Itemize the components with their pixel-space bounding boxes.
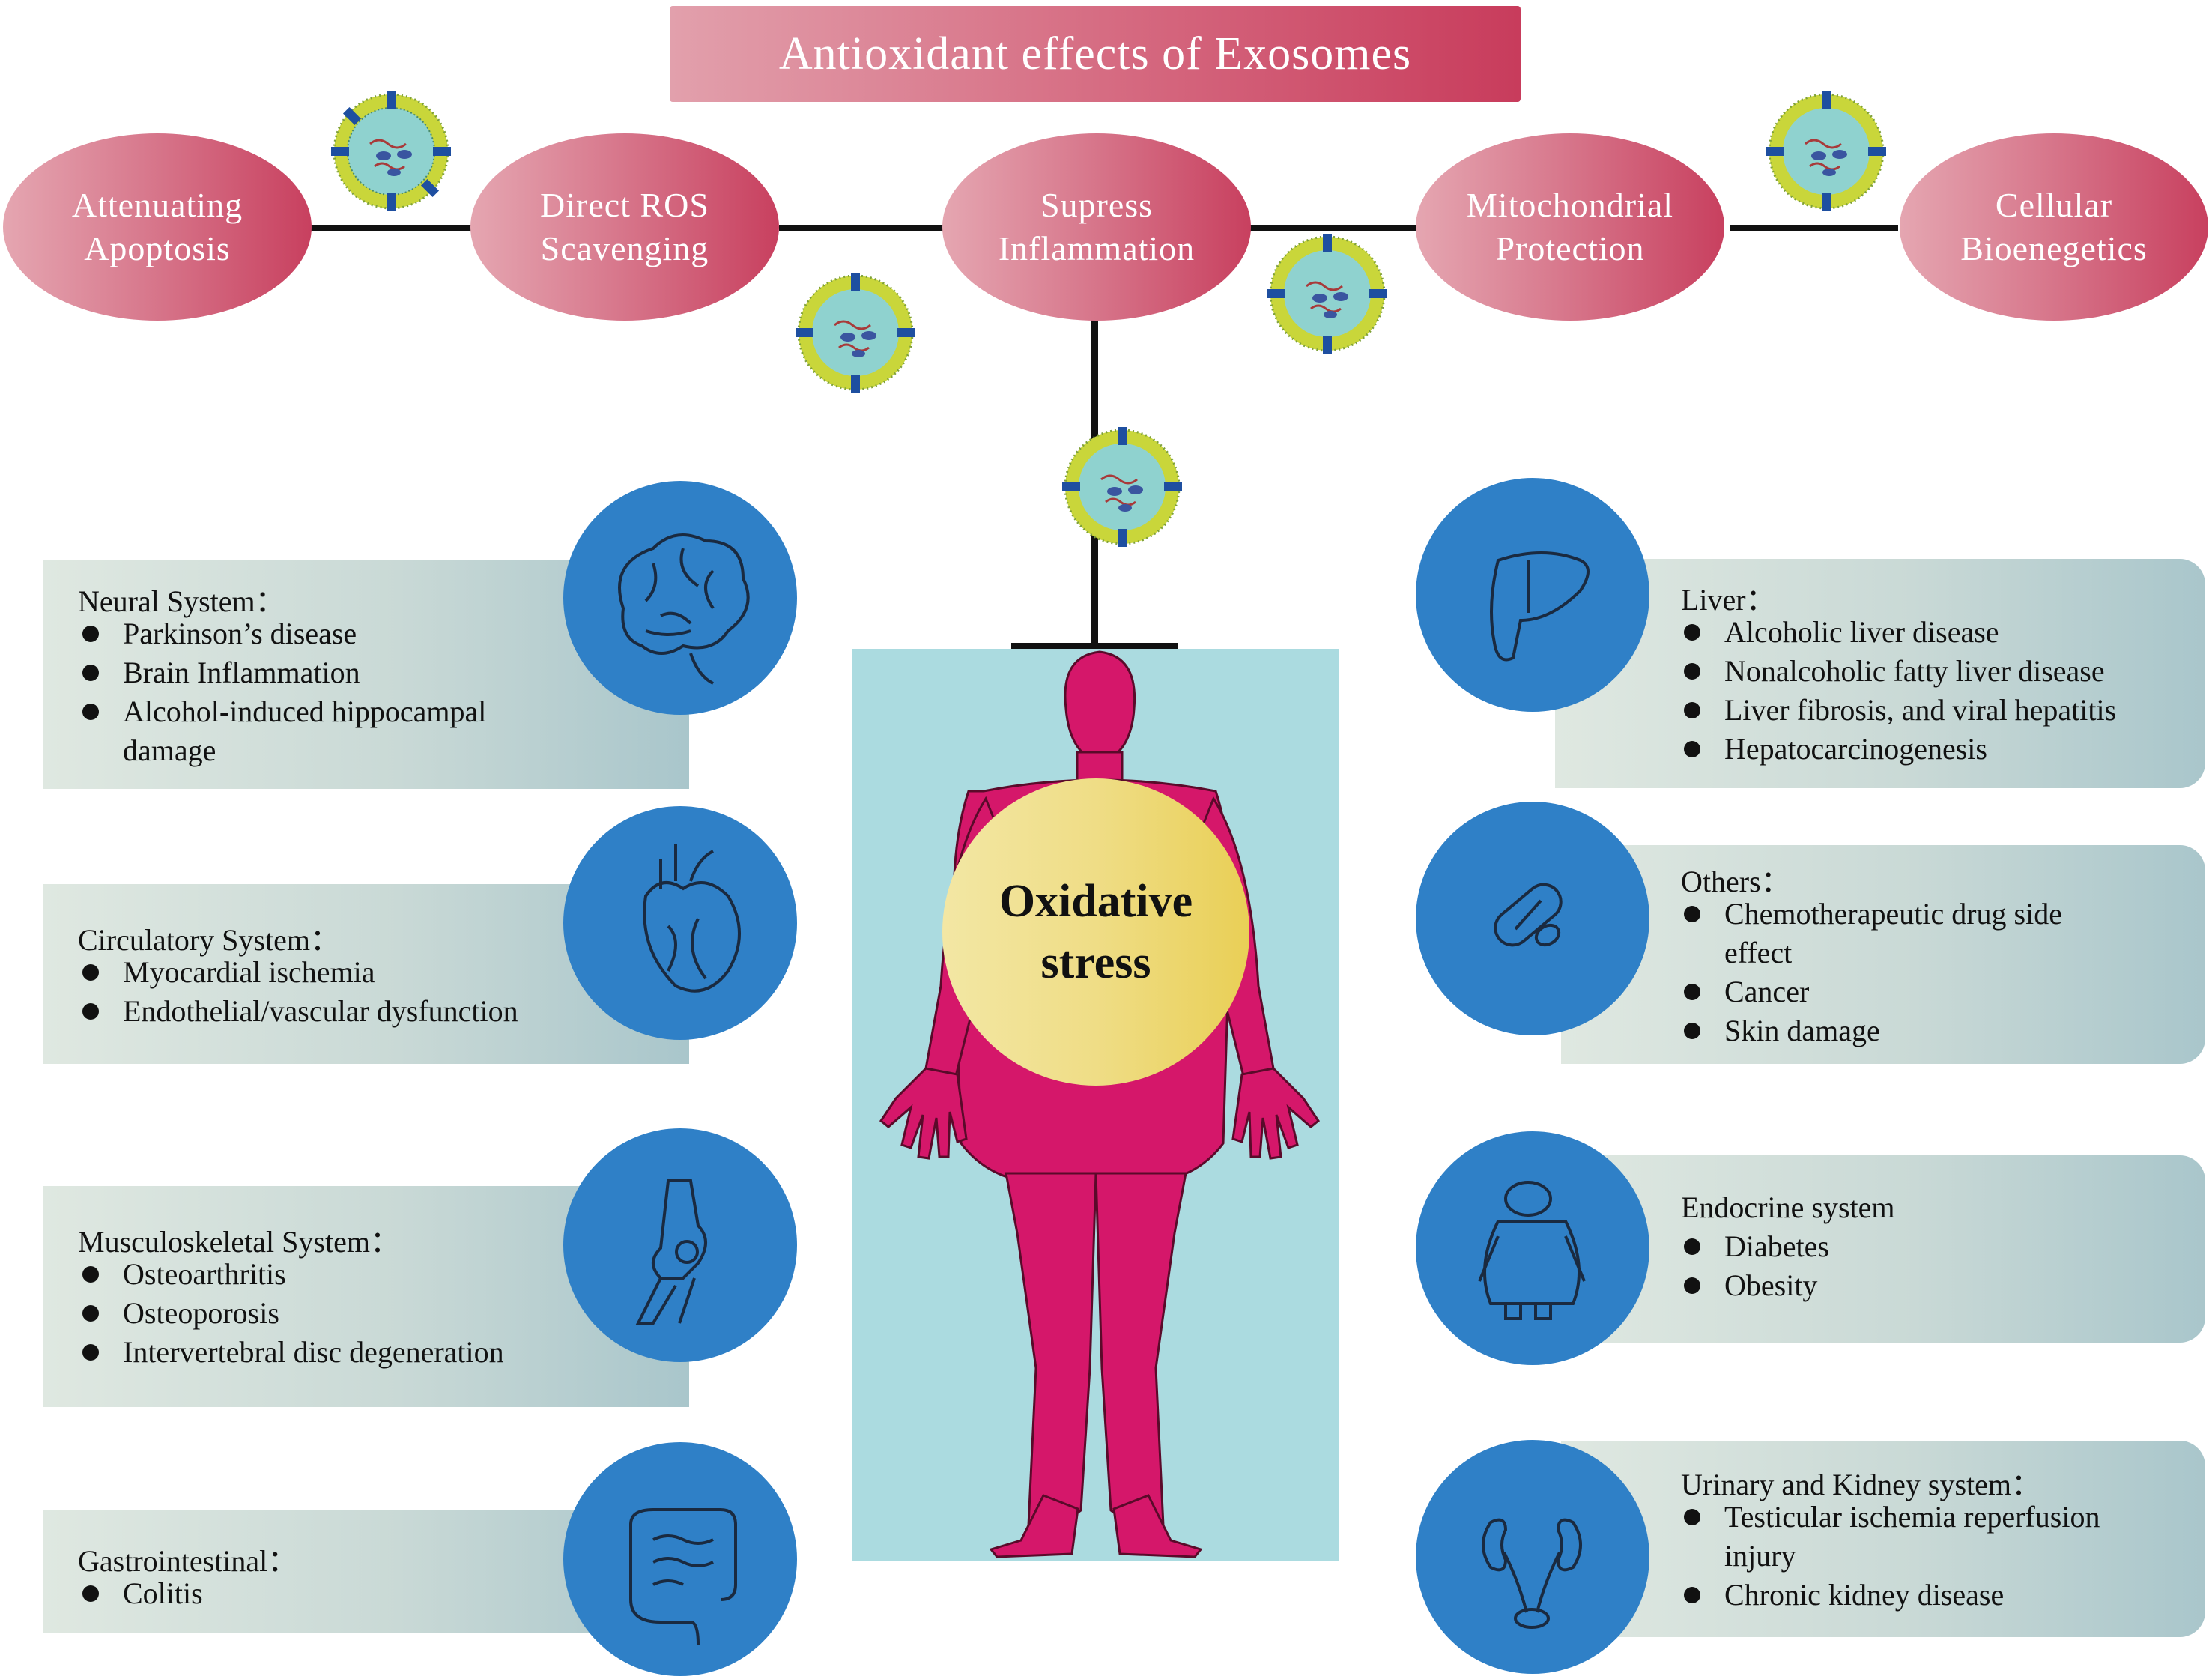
effect-attenuating-apoptosis: Attenuating Apoptosis [3, 133, 312, 321]
effect-direct-ros-scavenging: Direct ROS Scavenging [470, 133, 779, 321]
liver-box: Liver： Alcoholic liver disease Nonalcoho… [1555, 559, 2205, 788]
connector-line [1248, 225, 1416, 231]
oxidative-stress-circle: Oxidative stress [942, 778, 1249, 1086]
effect-label: Direct ROS Scavenging [540, 186, 709, 267]
effect-supress-inflammation: Supress Inflammation [942, 133, 1251, 321]
box-title: Urinary and Kidney system： [1681, 1468, 2042, 1501]
oxidative-stress-label: Oxidative stress [999, 876, 1193, 988]
box-title: Endocrine system [1681, 1191, 1895, 1224]
urinary-kidney-system-box: Urinary and Kidney system： Testicular is… [1561, 1441, 2205, 1637]
effect-label: Cellular Bioenegetics [1960, 186, 2148, 267]
connector-line [307, 225, 473, 231]
box-title: Liver： [1681, 583, 1776, 617]
kidney-icon [1416, 1440, 1649, 1674]
knee-joint-icon [563, 1128, 797, 1362]
effect-cellular-bioenegetics: Cellular Bioenegetics [1900, 133, 2208, 321]
heart-icon [563, 806, 797, 1040]
connector-line [1730, 225, 1898, 231]
effect-label: Supress Inflammation [998, 186, 1196, 267]
effect-label: Attenuating Apoptosis [71, 186, 243, 267]
intestine-icon [563, 1442, 797, 1676]
exosome-icon [1267, 234, 1387, 354]
box-title: Circulatory System： [78, 923, 340, 957]
obese-figure-icon [1416, 1131, 1649, 1365]
exosome-icon [331, 91, 451, 211]
box-title: Others： [1681, 865, 1791, 898]
exosome-icon [796, 273, 915, 393]
effect-label: Mitochondrial Protection [1466, 186, 1674, 267]
endocrine-system-box: Endocrine system Diabetes Obesity [1561, 1155, 2205, 1343]
box-title: Gastrointestinal： [78, 1544, 298, 1578]
effect-mitochondrial-protection: Mitochondrial Protection [1416, 133, 1724, 321]
connector-line [1011, 643, 1178, 650]
box-title: Neural System： [78, 584, 285, 618]
title-text: Antioxidant effects of Exosomes [778, 28, 1412, 79]
liver-icon [1416, 478, 1649, 712]
pill-icon [1416, 802, 1649, 1035]
box-title: Musculoskeletal System： [78, 1225, 400, 1259]
brain-icon [563, 481, 797, 715]
exosome-icon [1766, 91, 1886, 211]
connector-line [779, 225, 945, 231]
others-box: Others： Chemotherapeutic drug side effec… [1561, 845, 2205, 1064]
title-banner: Antioxidant effects of Exosomes [670, 6, 1521, 102]
exosome-icon [1062, 427, 1182, 547]
